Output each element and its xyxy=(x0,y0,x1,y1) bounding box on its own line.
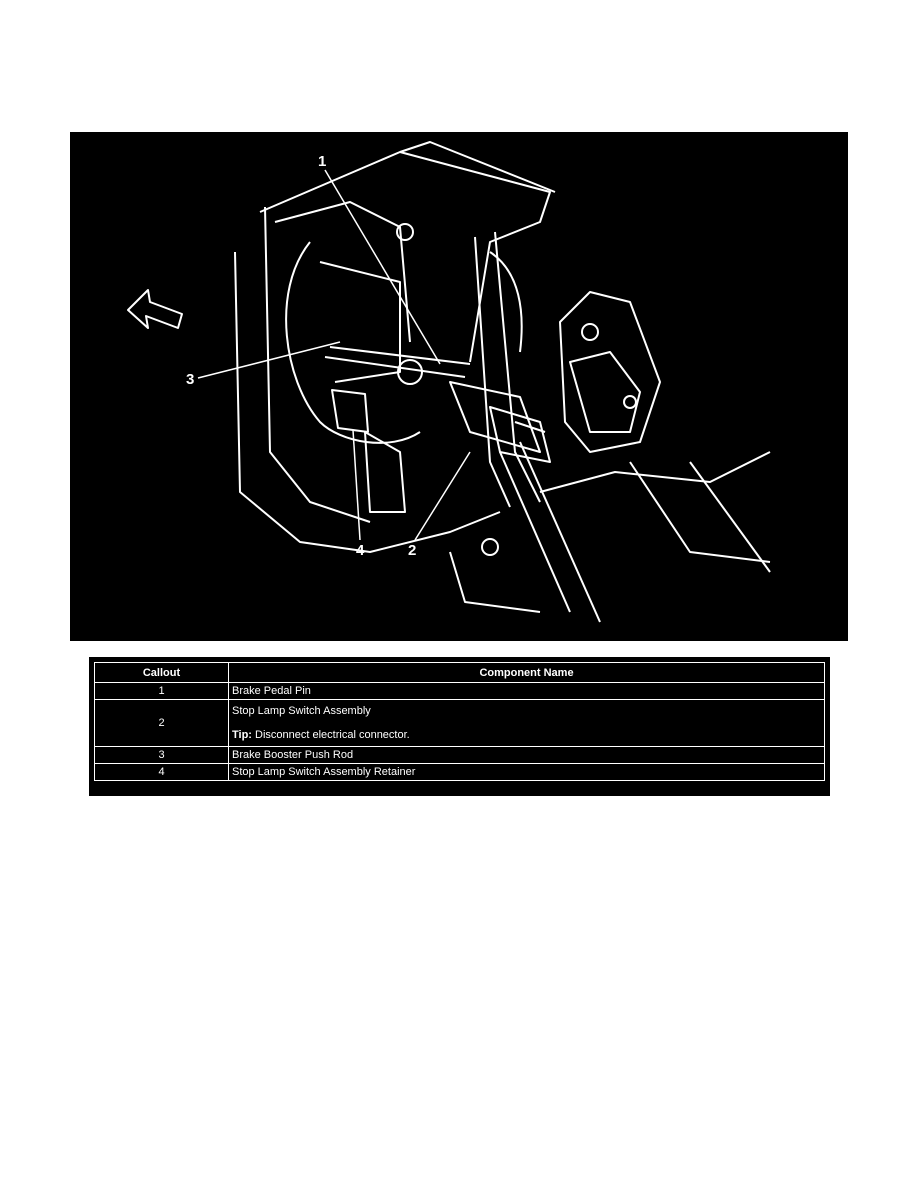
table-row: 4 Stop Lamp Switch Assembly Retainer xyxy=(94,763,825,781)
callout-label: 3 xyxy=(186,371,194,388)
callout-label: 4 xyxy=(356,542,365,559)
column-header-callout: Callout xyxy=(94,662,229,683)
component-name-cell: Stop Lamp Switch Assembly Retainer xyxy=(228,763,825,781)
component-name-cell: Stop Lamp Switch Assembly Tip: Disconnec… xyxy=(228,699,825,747)
callout-cell: 1 xyxy=(94,682,229,700)
table-row: 3 Brake Booster Push Rod xyxy=(94,746,825,764)
callout-label: 2 xyxy=(408,542,416,559)
component-name: Stop Lamp Switch Assembly xyxy=(232,705,371,717)
table-row: 1 Brake Pedal Pin xyxy=(94,682,825,700)
table-header-row: Callout Component Name xyxy=(94,662,825,683)
direction-arrow-icon xyxy=(127,289,183,329)
component-name-cell: Brake Booster Push Rod xyxy=(228,746,825,764)
table-row: 2 Stop Lamp Switch Assembly Tip: Disconn… xyxy=(94,699,825,747)
callout-cell: 2 xyxy=(94,699,229,747)
callout-cell: 3 xyxy=(94,746,229,764)
brake-pedal-diagram: 1 2 3 4 xyxy=(127,141,771,623)
tip-label: Tip: xyxy=(232,729,252,741)
component-name-cell: Brake Pedal Pin xyxy=(228,682,825,700)
component-illustration: 1 2 3 4 xyxy=(70,132,848,641)
column-header-component: Component Name xyxy=(228,662,825,683)
callout-cell: 4 xyxy=(94,763,229,781)
callout-table: Callout Component Name 1 Brake Pedal Pin… xyxy=(89,657,830,796)
tip-text: Disconnect electrical connector. xyxy=(251,729,410,741)
callout-label: 1 xyxy=(318,153,326,170)
tip-note: Tip: Disconnect electrical connector. xyxy=(232,729,821,741)
